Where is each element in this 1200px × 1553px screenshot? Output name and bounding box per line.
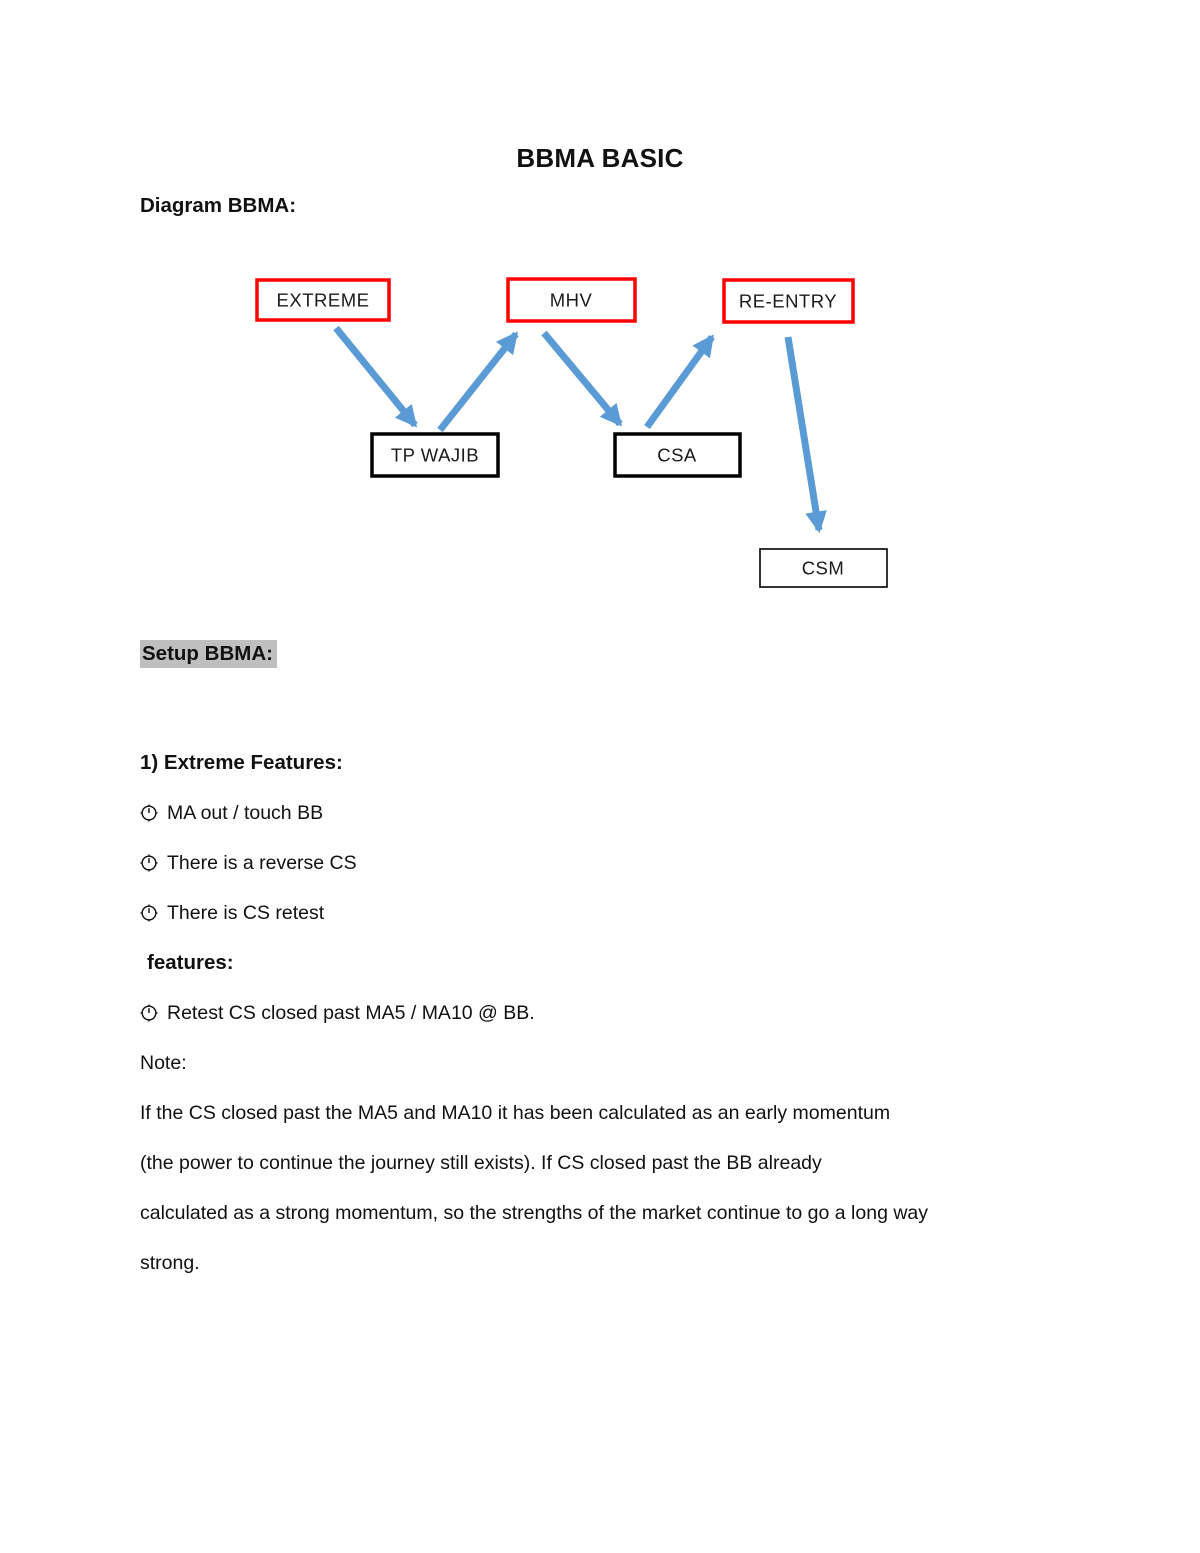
diagram-node-extreme: EXTREME (255, 278, 391, 322)
arrow-tpwajib-to-mhv (437, 331, 519, 433)
arrow-extreme-to-tpwajib (333, 325, 418, 428)
node-label-csa: CSA (657, 445, 697, 466)
arrow-reentry-to-csm (784, 336, 827, 534)
list-item: There is CS retest (140, 888, 1100, 938)
diagram-section-label: Diagram BBMA: (140, 194, 297, 217)
node-label-csm: CSM (802, 558, 845, 579)
clock-icon (140, 804, 158, 822)
features-subheading: features: (147, 951, 234, 974)
list-item-text: MA out / touch BB (167, 801, 324, 824)
node-label-re-entry: RE-ENTRY (739, 291, 837, 312)
extreme-features-heading: 1) Extreme Features: (140, 751, 343, 774)
note-line: strong. (140, 1251, 200, 1274)
diagram-node-csa: CSA (613, 432, 742, 478)
note-label: Note: (140, 1051, 187, 1074)
list-item-text: There is CS retest (167, 901, 325, 924)
list-item: MA out / touch BB (140, 788, 1100, 838)
note-line: If the CS closed past the MA5 and MA10 i… (140, 1101, 891, 1124)
node-label-tp-wajib: TP WAJIB (391, 445, 479, 466)
diagram-node-csm: CSM (759, 548, 888, 588)
clock-icon (140, 904, 158, 922)
note-line: calculated as a strong momentum, so the … (140, 1201, 929, 1224)
arrow-csa-to-reentry (644, 334, 715, 430)
clock-icon (140, 854, 158, 872)
setup-section-highlight: Setup BBMA: (140, 640, 277, 668)
node-label-mhv: MHV (550, 290, 593, 311)
note-line: (the power to continue the journey still… (140, 1151, 822, 1174)
page-title: BBMA BASIC (516, 143, 684, 173)
list-item-text: Retest CS closed past MA5 / MA10 @ BB. (167, 1001, 535, 1024)
node-label-extreme: EXTREME (277, 290, 370, 311)
arrow-mhv-to-csa (541, 330, 623, 427)
diagram-node-re-entry: RE-ENTRY (722, 278, 855, 324)
clock-icon (140, 1004, 158, 1022)
diagram-node-tp-wajib: TP WAJIB (370, 432, 500, 478)
setup-section-label: Setup BBMA: (140, 640, 277, 668)
bbma-flow-diagram: EXTREME MHV RE-ENTRY TP WAJIB CSA CSM (255, 277, 888, 588)
diagram-node-mhv: MHV (506, 277, 637, 323)
list-item: There is a reverse CS (140, 838, 1100, 888)
setup-content: 1) Extreme Features: MA out / touch BB (140, 738, 1100, 1288)
list-item: Retest CS closed past MA5 / MA10 @ BB. (140, 988, 1100, 1038)
list-item-text: There is a reverse CS (167, 851, 357, 874)
